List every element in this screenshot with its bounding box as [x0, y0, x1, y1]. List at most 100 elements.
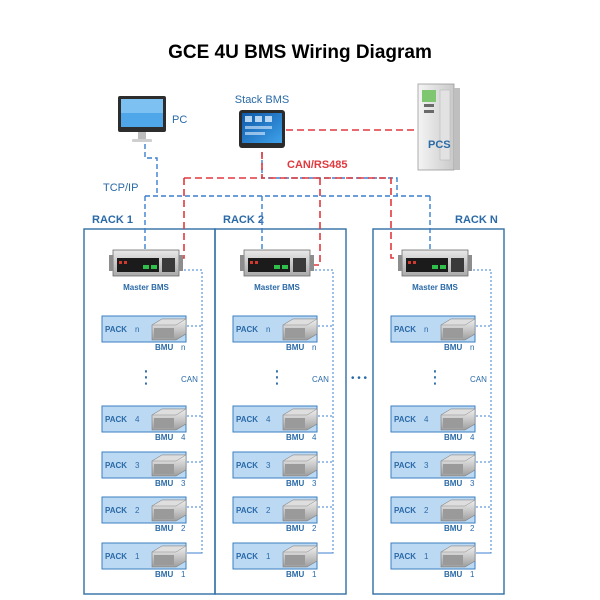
bmu-label: BMU — [444, 524, 462, 533]
pack-number: 2 — [424, 506, 429, 515]
can-label: CAN — [181, 375, 198, 384]
stack-bms-label: Stack BMS — [235, 94, 289, 106]
pack-ellipsis: ⋮ — [137, 367, 155, 388]
diagram-title: GCE 4U BMS Wiring Diagram — [168, 42, 432, 63]
bmu-number: 1 — [181, 570, 186, 579]
can-bus-line — [469, 269, 492, 554]
bmu-label: BMU — [155, 479, 173, 488]
bmu-number: 3 — [312, 479, 317, 488]
pack-ellipsis: ⋮ — [426, 367, 444, 388]
bmu-number: 1 — [470, 570, 475, 579]
rack-ellipsis: • • • — [351, 373, 368, 384]
master-bms-device — [109, 249, 183, 277]
pack-label: PACK — [105, 325, 127, 334]
battery-module-icon — [151, 318, 187, 341]
rack-2-box — [214, 228, 347, 595]
pack-label: PACK — [236, 506, 258, 515]
pack-label: PACK — [394, 552, 416, 561]
pcs-cabinet — [417, 83, 460, 171]
pack-label: PACK — [105, 461, 127, 470]
bmu-number: 3 — [181, 479, 186, 488]
bmu-number: 2 — [312, 524, 317, 533]
pack-label: PACK — [236, 552, 258, 561]
bmu-number: 4 — [181, 433, 186, 442]
battery-module-icon — [282, 408, 318, 431]
bmu-number: 1 — [312, 570, 317, 579]
pack-number: 4 — [266, 415, 271, 424]
bmu-label: BMU — [155, 524, 173, 533]
battery-module-icon — [440, 408, 476, 431]
can-label: CAN — [470, 375, 487, 384]
pack-label: PACK — [105, 552, 127, 561]
tcp-ip-label: TCP/IP — [103, 182, 138, 194]
battery-module-icon — [282, 454, 318, 477]
pack-number: 3 — [266, 461, 271, 470]
battery-module-icon — [151, 408, 187, 431]
bmu-number: 4 — [470, 433, 475, 442]
pack-label: PACK — [394, 325, 416, 334]
bmu-label: BMU — [155, 570, 173, 579]
bmu-label: BMU — [444, 343, 462, 352]
battery-module-icon — [151, 454, 187, 477]
pack-label: PACK — [105, 415, 127, 424]
bmu-number: 3 — [470, 479, 475, 488]
bmu-label: BMU — [444, 433, 462, 442]
battery-module-icon — [440, 545, 476, 568]
bmu-label: BMU — [286, 570, 304, 579]
battery-module-icon — [282, 499, 318, 522]
rack-boxes — [83, 228, 505, 595]
battery-module-icon — [151, 499, 187, 522]
rack-1-label: RACK 1 — [92, 214, 133, 226]
pcs-label: PCS — [428, 139, 451, 151]
pack-number: 1 — [424, 552, 429, 561]
pack-label: PACK — [105, 506, 127, 515]
pc-label: PC — [172, 114, 187, 126]
master-bms-device — [240, 249, 314, 277]
pack-number: 1 — [266, 552, 271, 561]
pack-label: PACK — [394, 461, 416, 470]
pc-device — [118, 96, 166, 142]
bmu-number: 2 — [470, 524, 475, 533]
pack-number: 3 — [424, 461, 429, 470]
bmu-number: n — [470, 343, 474, 352]
master-bms-label: Master BMS — [254, 283, 300, 292]
stack-bms-device — [239, 110, 285, 148]
bmu-label: BMU — [286, 343, 304, 352]
pack-label: PACK — [394, 506, 416, 515]
pack-number: 3 — [135, 461, 140, 470]
bmu-number: n — [181, 343, 185, 352]
bmu-label: BMU — [286, 433, 304, 442]
rack-2-label: RACK 2 — [223, 214, 264, 226]
pack-number: n — [266, 325, 270, 334]
bmu-label: BMU — [155, 433, 173, 442]
bmu-label: BMU — [155, 343, 173, 352]
bmu-label: BMU — [286, 524, 304, 533]
battery-module-icon — [282, 545, 318, 568]
bmu-number: n — [312, 343, 316, 352]
pack-ellipsis: ⋮ — [268, 367, 286, 388]
can-rs485-lines — [181, 129, 418, 266]
battery-module-icon — [440, 318, 476, 341]
pack-number: n — [135, 325, 139, 334]
rack-n-label: RACK N — [455, 214, 498, 226]
pack-number: 2 — [135, 506, 140, 515]
pack-label: PACK — [236, 461, 258, 470]
bmu-label: BMU — [444, 570, 462, 579]
pack-number: n — [424, 325, 428, 334]
